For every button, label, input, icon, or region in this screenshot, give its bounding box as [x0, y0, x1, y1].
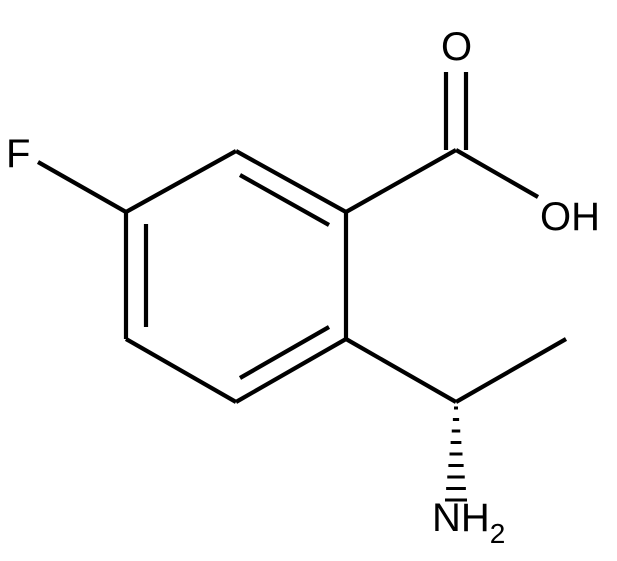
- bond-chiral-carbon-methyl: [454, 337, 568, 404]
- ring-bond-c6-c1: [124, 149, 238, 214]
- hydroxyl-label: OH: [540, 195, 600, 239]
- hashed-wedge-bond: [445, 406, 467, 502]
- carbonyl-oxygen-label: O: [441, 25, 472, 69]
- ring-inner-bond-c1-c2: [238, 173, 331, 227]
- bond-carboxyl-hydroxyl: [454, 148, 540, 199]
- amine-text: NH: [432, 496, 490, 540]
- ring-bond-c4-c5: [124, 337, 238, 404]
- aminoethyl-group: NH2: [344, 337, 568, 549]
- ring-bond-c3-c4: [234, 337, 348, 404]
- bond-c6-fluorine: [36, 160, 128, 214]
- benzene-ring: [123, 149, 349, 404]
- amine-label: NH2: [432, 496, 505, 549]
- ring-bond-c1-c2: [234, 149, 348, 214]
- bond-c3-chiral-carbon: [344, 337, 458, 404]
- bond-c2-carboxyl-carbon: [344, 148, 458, 214]
- amine-subscript: 2: [490, 518, 506, 549]
- ring-inner-bond-c3-c4: [238, 325, 331, 380]
- carboxyl-group: O OH: [344, 25, 600, 239]
- fluorine-label: F: [6, 132, 30, 176]
